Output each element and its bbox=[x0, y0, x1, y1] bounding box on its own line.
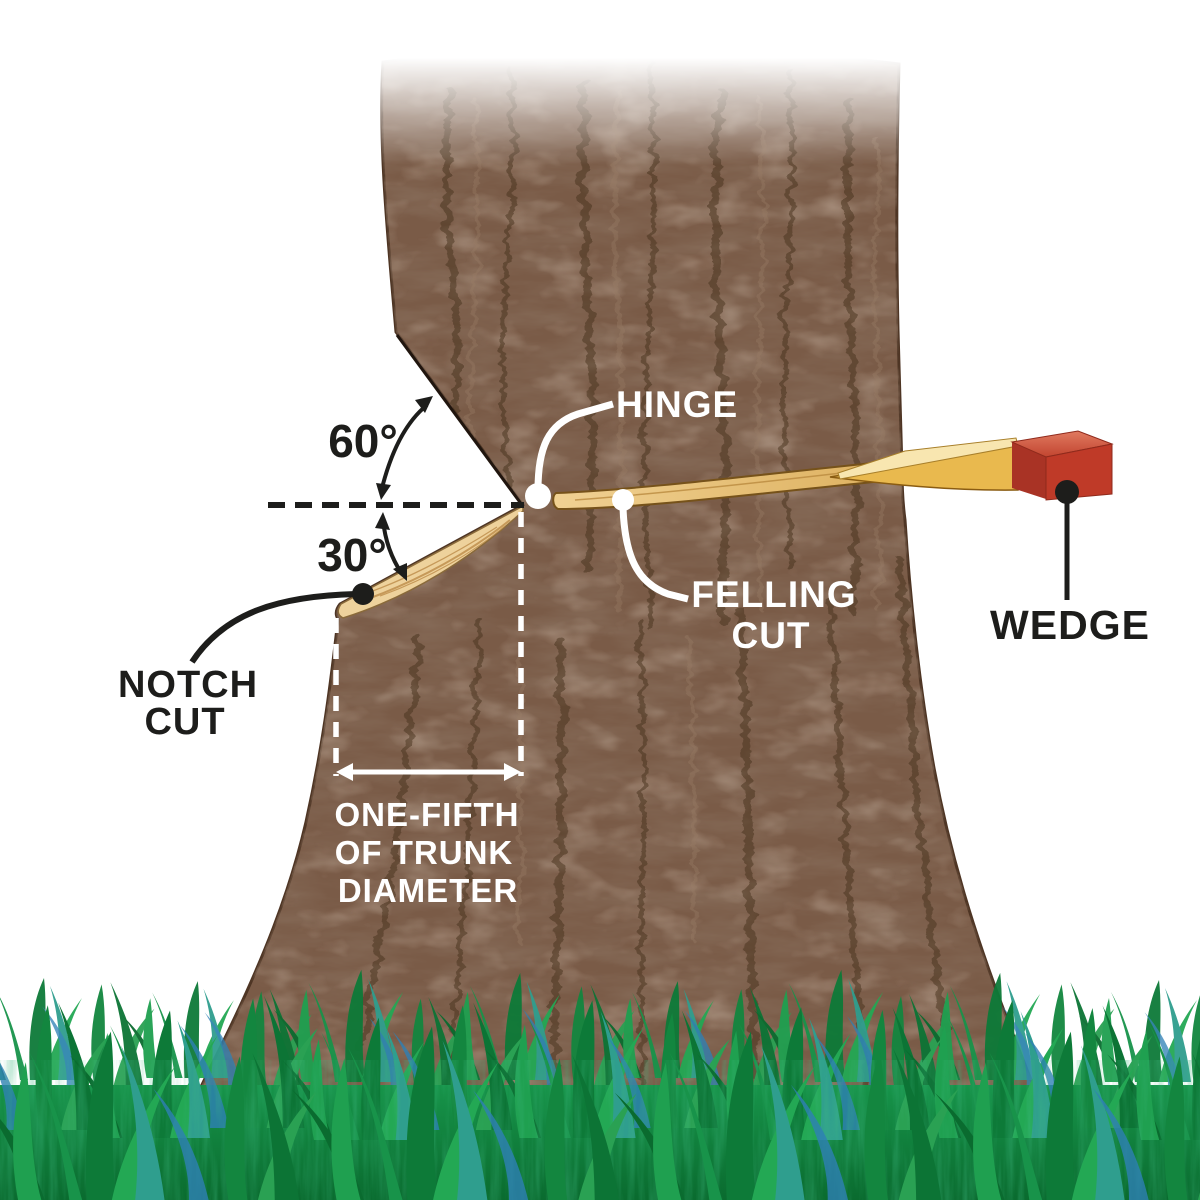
notch-face bbox=[337, 334, 524, 619]
felling-cut-dot bbox=[612, 489, 634, 511]
angle-30-label: 30° bbox=[317, 529, 387, 581]
wedge-body bbox=[829, 444, 1019, 491]
hinge-dot bbox=[525, 483, 551, 509]
felling-cut-label-line1: FELLING bbox=[691, 574, 856, 615]
notch-cut-leader bbox=[189, 583, 374, 664]
angle-60-arrow bbox=[376, 396, 433, 500]
felling-wedge bbox=[829, 430, 1114, 501]
notch-cut-label-line1: NOTCH bbox=[118, 664, 258, 706]
one-fifth-label-line2: OF TRUNK bbox=[335, 834, 513, 871]
angle-30-arrow bbox=[375, 512, 407, 581]
one-fifth-measure bbox=[333, 512, 524, 781]
bark-texture bbox=[178, 50, 1052, 1135]
wedge-leader bbox=[1055, 480, 1079, 600]
notch-cut-label-line2: CUT bbox=[144, 701, 225, 743]
wedge-label: WEDGE bbox=[990, 602, 1150, 648]
notch-cut-dot bbox=[352, 583, 374, 605]
angle-60-label: 60° bbox=[328, 415, 398, 467]
hinge-label: HINGE bbox=[616, 384, 738, 425]
hinge-leader bbox=[525, 400, 614, 509]
grass bbox=[0, 969, 1200, 1200]
top-fade bbox=[300, 0, 960, 165]
tree-trunk bbox=[175, 48, 1055, 1137]
one-fifth-label-line3: DIAMETER bbox=[338, 872, 518, 909]
felling-cut-leader bbox=[612, 489, 689, 603]
wedge-red-left bbox=[1012, 442, 1046, 499]
wedge-dot bbox=[1055, 480, 1079, 504]
notch-face-shape bbox=[337, 504, 524, 619]
one-fifth-label-line1: ONE-FIFTH bbox=[335, 796, 520, 833]
notch-top-cut-edge bbox=[395, 334, 524, 506]
width-arrow bbox=[336, 763, 521, 781]
felling-cut-label-line2: CUT bbox=[731, 615, 810, 656]
